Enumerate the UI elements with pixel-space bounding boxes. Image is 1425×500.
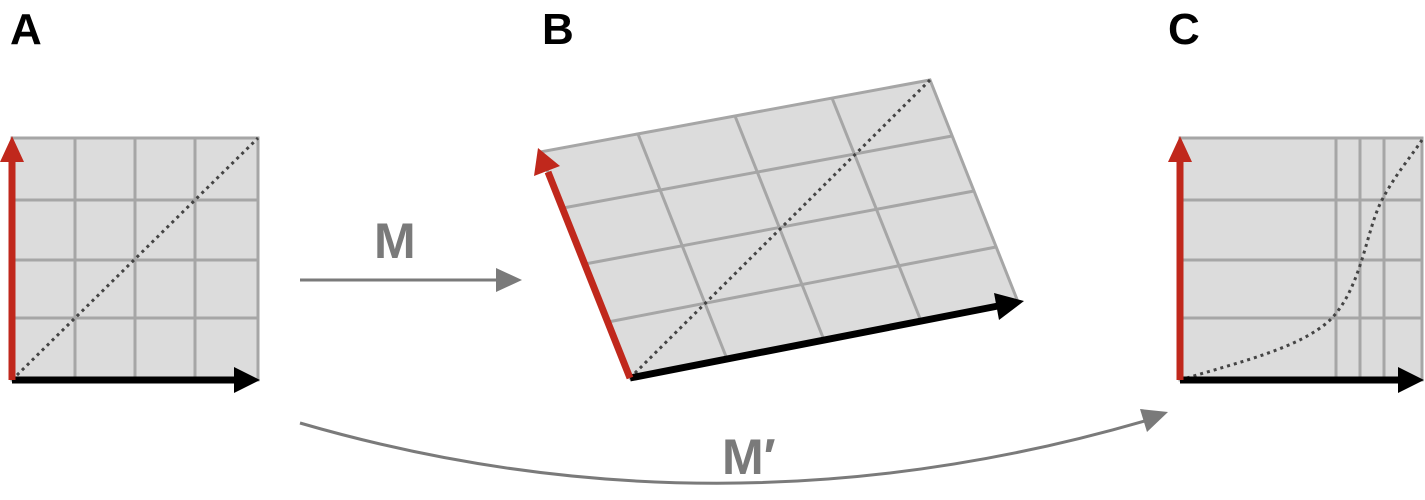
grid-b-x-axis-arrowhead [994, 293, 1024, 320]
transform-m-arrowhead [496, 268, 522, 292]
transform-m-prime: M′ [299, 409, 1168, 485]
grid-b-y-axis-arrowhead [534, 148, 560, 176]
grid-panel-c [1168, 136, 1424, 393]
panel-label-a: A [10, 5, 42, 54]
grid-c-x-axis-arrowhead [1398, 367, 1424, 393]
grid-panel-b [534, 78, 1024, 382]
grid-c-y-axis-arrowhead [1168, 136, 1192, 162]
grid-b-hline-1 [607, 245, 997, 324]
grid-a-diagonal [10, 136, 260, 382]
transform-m: M [300, 213, 522, 292]
transform-m-prime-arrowhead [1140, 409, 1168, 432]
transform-m-label: M [374, 213, 416, 269]
grid-a-x-axis-arrowhead [234, 367, 260, 393]
grid-panel-a [0, 136, 260, 393]
grid-c-curve [1179, 139, 1424, 382]
transform-m-prime-label: M′ [722, 429, 776, 485]
panel-label-b: B [542, 5, 574, 54]
grid-a-y-axis-arrowhead [0, 136, 24, 162]
panel-label-c: C [1168, 5, 1200, 54]
grid-b-diagonal [628, 78, 932, 380]
grid-b-hline-3 [562, 134, 953, 210]
transform-m-prime-arc [299, 418, 1149, 485]
grid-b-y-axis [544, 170, 634, 380]
grid-b-x-axis [629, 302, 999, 382]
